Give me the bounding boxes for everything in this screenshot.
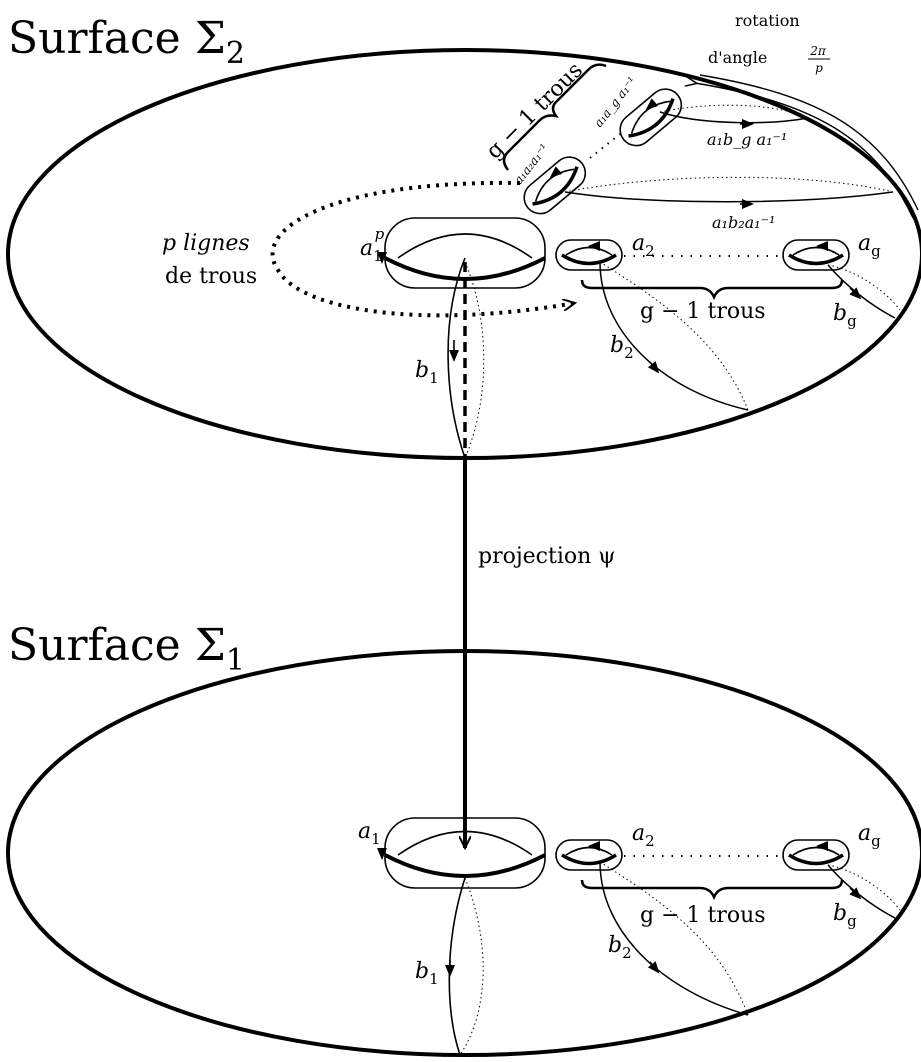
- label-a1-lower: a1: [358, 819, 381, 848]
- rotation-frac-num: 2π: [809, 44, 827, 58]
- label-bg-lower: bg: [833, 901, 857, 930]
- b2-curve-lower: [599, 861, 749, 1016]
- lower-surface: Surface Σ1 a1 b1 a2 ag: [6, 620, 921, 1057]
- label-bg-upper: bg: [833, 301, 857, 330]
- label-a2-lower: a2: [632, 821, 655, 850]
- label-b1-upper: b1: [415, 358, 439, 387]
- label-b2-lower: b2: [608, 933, 632, 962]
- lower-surface-outline: [6, 649, 921, 1057]
- label-a1a2a1inv: a₁a₂a₁⁻¹: [511, 141, 551, 187]
- brace-row-upper: [580, 279, 844, 301]
- brace-row-lower: [580, 879, 844, 901]
- curve-a1b2a1inv: [564, 191, 894, 203]
- upper-surface: Surface Σ2 rotation d'angle 2π p a1p b1: [6, 11, 921, 460]
- hole-ag-upper: [782, 239, 850, 271]
- label-b2-upper: b2: [610, 333, 634, 362]
- label-a2-upper: a2: [632, 231, 655, 260]
- hole-ag-lower: [782, 839, 850, 871]
- p-lines-arc: [270, 180, 575, 318]
- rotation-frac-den: p: [815, 61, 823, 75]
- rotation-label-line1: rotation: [735, 11, 800, 30]
- main-hole-upper: [377, 217, 546, 289]
- b1-loop-upper: [447, 257, 485, 459]
- rotation-arrow: [695, 74, 919, 219]
- label-a1bga1inv: a₁b_g a₁⁻¹: [707, 130, 787, 149]
- label-ag-upper: ag: [858, 231, 881, 260]
- p-lines-label-2: de trous: [165, 264, 257, 289]
- hole-diag-2: [619, 88, 683, 147]
- label-a1aga1inv: a₁a_g a₁⁻¹: [591, 74, 639, 130]
- lower-title: Surface Σ1: [8, 620, 245, 678]
- label-a1p-upper: a1p: [360, 225, 385, 265]
- hole-diag-1: [523, 156, 587, 215]
- p-lines-label-1: p lignes: [162, 231, 250, 256]
- hole-a2-upper: [555, 239, 623, 271]
- brace-row-label-upper: g − 1 trous: [640, 299, 766, 324]
- rotation-label-line2: d'angle: [708, 48, 767, 67]
- b1-loop-lower: [445, 877, 484, 1056]
- projection-label: projection ψ: [478, 544, 616, 569]
- diag-dots: [589, 133, 621, 159]
- upper-title: Surface Σ2: [8, 13, 245, 71]
- brace-diag-upper: [502, 63, 607, 171]
- brace-row-label-lower: g − 1 trous: [640, 903, 766, 928]
- curve-a1bga1inv: [659, 111, 809, 124]
- main-hole-lower: [377, 817, 546, 889]
- hole-a2-lower: [555, 839, 623, 871]
- label-a1b2a1inv: a₁b₂a₁⁻¹: [712, 213, 775, 232]
- label-b1-lower: b1: [415, 959, 439, 988]
- label-ag-lower: ag: [858, 821, 881, 850]
